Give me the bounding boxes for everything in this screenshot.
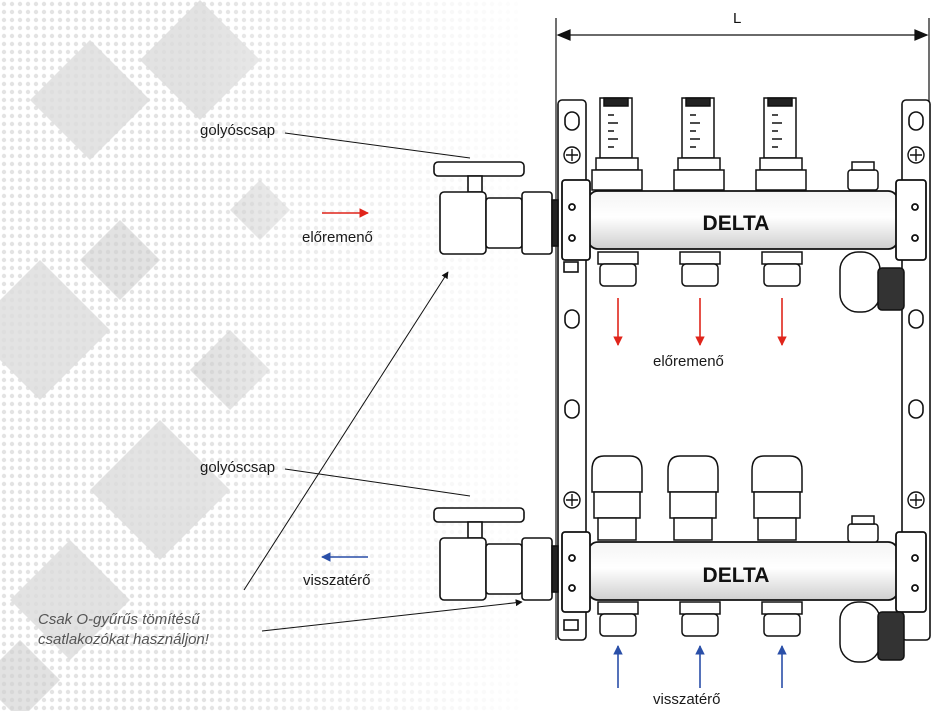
flow-manifold [561,179,927,261]
return-valves [591,455,879,543]
ball-valve-label-bottom: golyóscsap [200,459,276,476]
flow-outlets [597,251,905,313]
return-arrows [321,552,787,688]
flow-meters [591,97,879,191]
ball-valve-label-top: golyóscsap [200,122,276,139]
ball-valve-bottom [433,507,559,601]
ball-valve-top [433,161,559,255]
return-manifold [561,531,927,613]
flow-arrows [322,208,787,346]
return-label-left: visszatérő [303,572,371,589]
oring-note: Csak O-gyűrűs tömítésű csatlakozókat has… [38,610,209,650]
return-outlets [597,601,905,663]
flow-label-center: előremenő [653,353,724,370]
brand-logo-top: DELTA [703,212,770,235]
return-label-center: visszatérő [653,691,721,708]
dimension-label: L [733,10,742,27]
flow-label-left: előremenő [302,229,373,246]
leader-lines [243,132,523,632]
oring-note-line1: Csak O-gyűrűs tömítésű [38,611,200,628]
brand-logo-bottom: DELTA [703,564,770,587]
oring-note-line2: csatlakozókat használjon! [38,631,209,648]
